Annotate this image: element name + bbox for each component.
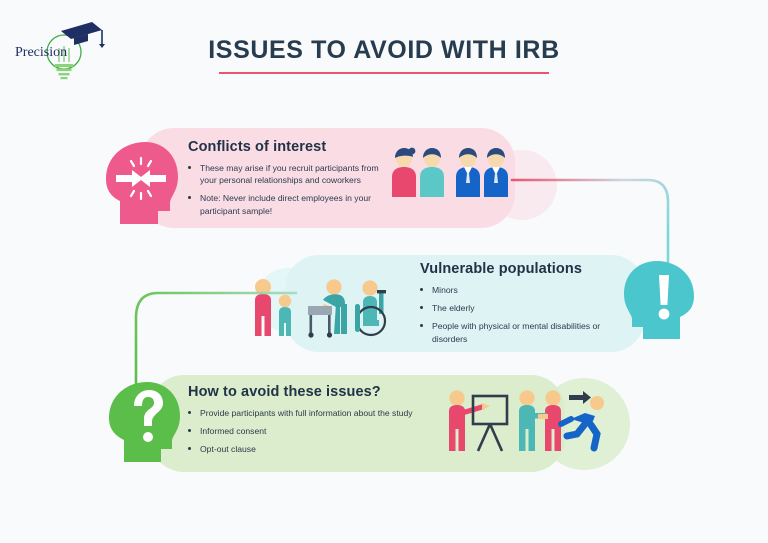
logo-text: Precision — [15, 45, 67, 60]
bullet-list-conflicts: These may arise if you recruit participa… — [188, 162, 388, 217]
page-title: ISSUES TO AVOID WITH IRB — [208, 36, 560, 64]
list-item: The elderly — [420, 302, 620, 314]
list-item: Informed consent — [188, 425, 448, 437]
text-block-conflicts: Conflicts of interest These may arise if… — [188, 139, 388, 223]
card-conflicts-of-interest — [140, 128, 515, 228]
title-underline-rule — [219, 72, 549, 74]
head-question-mark-icon — [104, 379, 184, 465]
four-people-casual-and-business-icon — [388, 147, 516, 199]
list-item: Note: Never include direct employees in … — [188, 192, 388, 216]
list-item: These may arise if you recruit participa… — [188, 162, 388, 186]
section-heading-avoid: How to avoid these issues? — [188, 384, 381, 400]
adult-child-elderly-wheelchair-icon — [250, 276, 400, 338]
page-title-block: ISSUES TO AVOID WITH IRB — [0, 36, 768, 74]
bullet-list-avoid: Provide participants with full informati… — [188, 407, 448, 456]
list-item: Minors — [420, 284, 620, 296]
precision-logo: Precision — [14, 14, 106, 82]
list-item: Provide participants with full informati… — [188, 407, 448, 419]
presentation-handshake-exit-icon — [445, 386, 605, 454]
text-block-avoid: How to avoid these issues? Provide parti… — [188, 384, 448, 462]
section-heading-conflicts: Conflicts of interest — [188, 139, 327, 155]
head-exclamation-mark-icon — [622, 258, 700, 342]
card-vulnerable-populations — [285, 255, 645, 352]
section-heading-vulnerable: Vulnerable populations — [420, 261, 582, 277]
text-block-vulnerable: Vulnerable populations Minors The elderl… — [420, 261, 620, 351]
graduation-cap-lightbulb-icon: Precision — [15, 22, 105, 80]
bullet-list-vulnerable: Minors The elderly People with physical … — [420, 284, 620, 345]
list-item: People with physical or mental disabilit… — [420, 320, 620, 344]
connector-teal-to-green — [134, 291, 298, 390]
head-colliding-arrows-icon — [100, 139, 182, 227]
list-item: Opt-out clause — [188, 443, 448, 455]
connector-pink-to-teal — [510, 178, 670, 280]
